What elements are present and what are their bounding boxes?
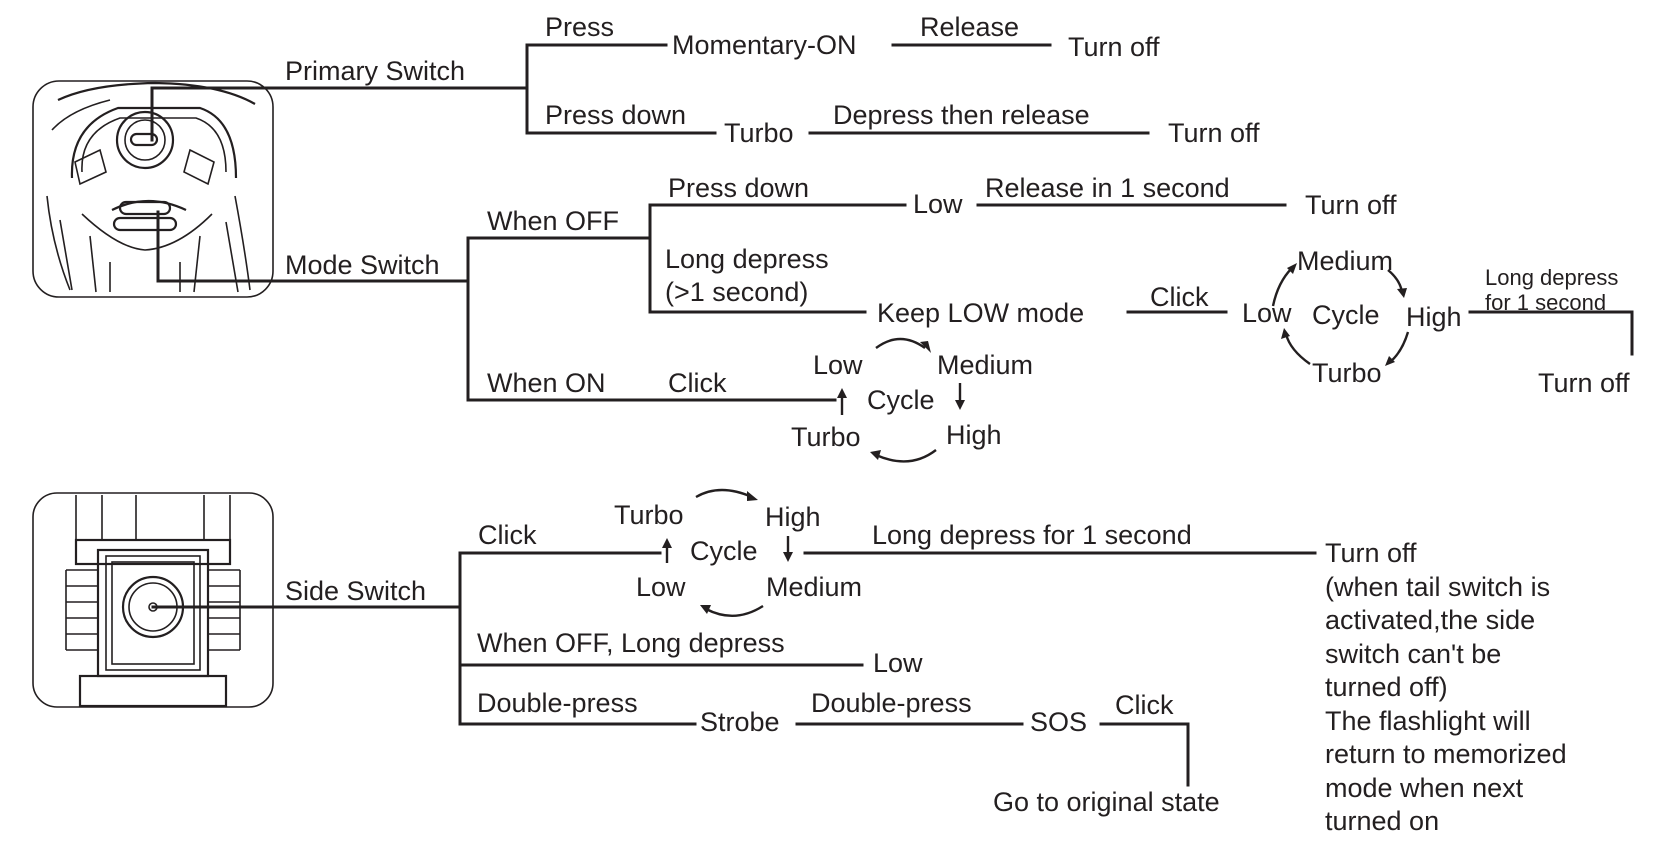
press-down-label: Press down: [545, 100, 687, 130]
primary-pointer-line: [150, 86, 529, 142]
double-press-label: Double-press: [477, 688, 638, 718]
turn-off-label: Turn off: [1305, 190, 1397, 220]
long-depress-label: Long depress: [665, 244, 829, 274]
cycle-low-label: Low: [813, 350, 863, 380]
long-depress-label: Long depress: [1485, 265, 1619, 290]
click-label: Click: [1150, 282, 1209, 312]
turn-off-label: Turn off: [1538, 368, 1630, 398]
long-depress-for-1-second-label: Long depress for 1 second: [872, 520, 1192, 550]
cycle-medium-label: Medium: [937, 350, 1034, 380]
press-down-label: Press down: [668, 173, 810, 203]
turbo-label: Turbo: [724, 118, 794, 148]
low-label: Low: [913, 189, 963, 219]
turn-off-label: Turn off: [1168, 118, 1260, 148]
cycle-turbo-label: Turbo: [614, 500, 684, 530]
note-line: activated,the side: [1325, 605, 1536, 635]
sos-label: SOS: [1030, 707, 1088, 737]
mode-pointer-line: [156, 210, 470, 283]
note-line: return to memorized: [1325, 739, 1567, 769]
low-label: Low: [873, 648, 923, 678]
note-line: turned on: [1325, 806, 1440, 836]
cycle-low-label: Low: [1242, 298, 1292, 328]
mode-switch-label: Mode Switch: [285, 250, 440, 280]
note-line: Turn off: [1325, 538, 1417, 568]
depress-then-release-label: Depress then release: [833, 100, 1090, 130]
note-line: (when tail switch is: [1325, 571, 1551, 602]
side-switch-device-image: [32, 492, 274, 708]
cycle-high-label: High: [946, 420, 1002, 450]
click-label: Click: [1115, 690, 1174, 720]
release-label: Release: [920, 12, 1020, 42]
go-to-original-state-label: Go to original state: [993, 787, 1220, 817]
cycle-turbo-label: Turbo: [791, 422, 861, 452]
keep-low-mode-label: Keep LOW mode: [877, 298, 1085, 328]
cycle-turbo-label: Turbo: [1312, 358, 1382, 388]
release-in-1-second-label: Release in 1 second: [985, 173, 1230, 203]
double-press-label: Double-press: [811, 688, 972, 718]
side-switch-label: Side Switch: [285, 576, 427, 606]
press-label: Press: [545, 12, 615, 42]
note-line: mode when next: [1325, 772, 1524, 803]
cycle-medium-label: Medium: [1297, 246, 1394, 276]
primary-switch-label: Primary Switch: [285, 56, 466, 86]
side-switch-note: Turn off (when tail switch is activated,…: [1325, 537, 1645, 839]
cycle-medium-label: Medium: [766, 572, 863, 602]
long-depress-duration-label: (>1 second): [665, 277, 809, 307]
cycle-label: Cycle: [867, 385, 935, 415]
note-line: The flashlight will: [1325, 705, 1531, 736]
click-label: Click: [478, 520, 537, 550]
note-line: turned off): [1325, 672, 1448, 702]
click-label: Click: [668, 368, 727, 398]
long-depress-duration-label: for 1 second: [1485, 290, 1607, 315]
turn-off-label: Turn off: [1068, 32, 1160, 62]
cycle-low-label: Low: [636, 572, 686, 602]
cycle-label: Cycle: [1312, 300, 1380, 330]
note-line: switch can't be: [1325, 638, 1502, 669]
cycle-high-label: High: [1406, 302, 1462, 332]
momentary-on-label: Momentary-ON: [672, 30, 857, 60]
when-off-long-depress-label: When OFF, Long depress: [477, 628, 785, 658]
strobe-label: Strobe: [700, 707, 780, 737]
cycle-high-label: High: [765, 502, 821, 532]
when-off-label: When OFF: [487, 206, 620, 236]
when-on-label: When ON: [487, 368, 606, 398]
cycle-label: Cycle: [690, 536, 758, 566]
